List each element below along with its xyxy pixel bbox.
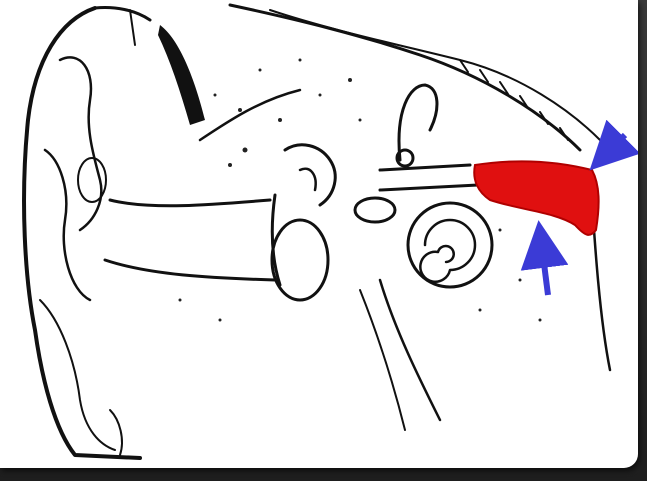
- drop-line: [130, 10, 135, 45]
- middle-ear: [272, 145, 395, 300]
- dark-wedge: [158, 25, 205, 125]
- auricle: [24, 8, 150, 459]
- tympanic-cavity: [272, 220, 328, 300]
- arrow-upper: [598, 135, 625, 162]
- highlighted-region: [474, 161, 598, 234]
- inner-ear: [360, 85, 492, 430]
- illustration-panel: [0, 0, 638, 468]
- arrow-lower: [540, 232, 548, 295]
- ear-diagram: [0, 0, 638, 468]
- ear-canal: [105, 200, 275, 280]
